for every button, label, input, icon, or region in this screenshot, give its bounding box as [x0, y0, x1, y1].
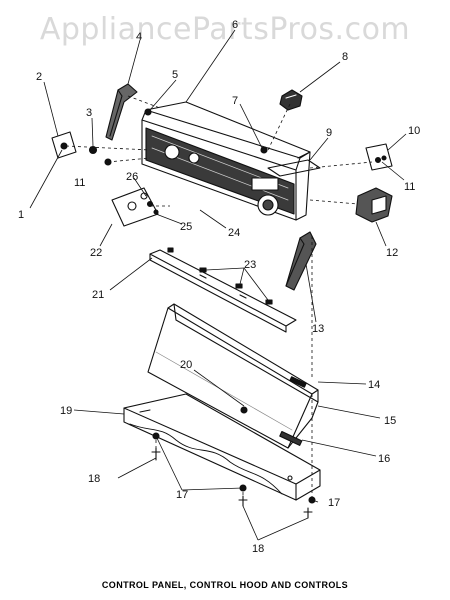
callout-15: 15: [384, 415, 396, 427]
part-hood-strip: [279, 430, 303, 446]
callout-18-bottom: 18: [252, 543, 264, 555]
part-right-switch: [365, 143, 393, 171]
part-base-panel: [123, 393, 321, 501]
watermark-text: AppliancePartsPros.com: [39, 12, 411, 47]
callout-8: 8: [342, 51, 348, 63]
callout-12: 12: [386, 247, 398, 259]
callout-2: 2: [36, 71, 42, 83]
part-clips: [167, 247, 273, 305]
callout-22: 22: [90, 247, 102, 259]
part-left-switch: [51, 131, 77, 159]
callout-10: 10: [408, 125, 420, 137]
part-screw-7: [260, 146, 268, 154]
part-panel-trim: [267, 159, 321, 177]
part-25: [153, 209, 159, 215]
callout-21: 21: [92, 289, 104, 301]
part-screw-20: [240, 406, 248, 414]
callout-11-right: 11: [404, 181, 415, 193]
callout-14: 14: [368, 379, 380, 391]
callout-5: 5: [172, 69, 178, 81]
callout-9: 9: [326, 127, 332, 139]
callout-17-right: 17: [328, 497, 340, 509]
callout-20: 20: [180, 359, 192, 371]
part-control-hood: [147, 303, 319, 449]
callout-24: 24: [228, 227, 240, 239]
callout-16: 16: [378, 453, 390, 465]
callout-18-left: 18: [88, 473, 100, 485]
part-screw-3: [88, 145, 98, 155]
callout-3: 3: [86, 107, 92, 119]
callout-11-left: 11: [74, 177, 85, 189]
part-26: [146, 200, 154, 208]
callout-1: 1: [18, 209, 24, 221]
callout-25: 25: [180, 221, 192, 233]
callout-23: 23: [244, 259, 256, 271]
part-left-end-cap: [105, 83, 138, 141]
callout-4: 4: [136, 31, 142, 43]
callout-19: 19: [60, 405, 72, 417]
part-control-panel: [141, 101, 311, 221]
callout-17-left: 17: [176, 489, 188, 501]
callout-26: 26: [126, 171, 138, 183]
part-knob: [279, 89, 303, 111]
callout-13: 13: [312, 323, 324, 335]
part-screw-18-right: [303, 507, 313, 519]
part-timer: [355, 187, 393, 223]
part-screw-18-mid: [238, 495, 248, 507]
part-knob-bracket: [111, 187, 159, 227]
part-mounting-bracket: [149, 249, 297, 333]
callout-7: 7: [232, 95, 238, 107]
callout-6: 6: [232, 19, 238, 31]
part-hood-clip: [289, 376, 307, 388]
part-right-end-cap: [285, 231, 317, 291]
diagram-caption: CONTROL PANEL, CONTROL HOOD AND CONTROLS: [101, 580, 349, 590]
part-screw-5: [144, 108, 152, 116]
